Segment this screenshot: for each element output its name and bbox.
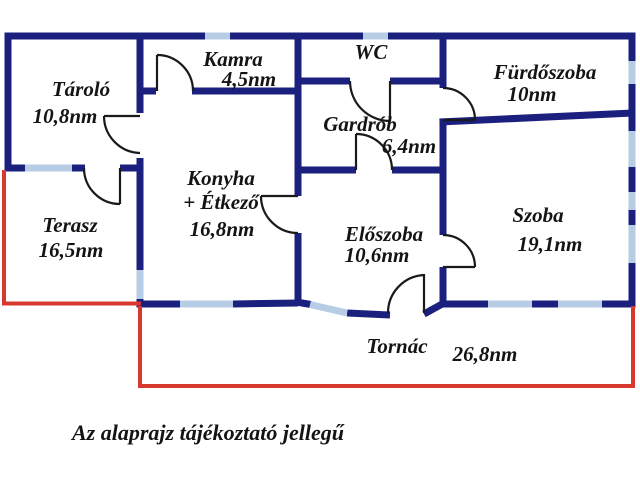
door-arc-furdoszoba: [442, 86, 477, 121]
label-furdoszoba: Fürdőszoba: [493, 60, 597, 84]
label-tornac: Tornác: [366, 334, 428, 358]
wall-bottom-2: [232, 299, 299, 308]
door-arc-szoba: [442, 233, 477, 268]
label-konyha: Konyha: [186, 166, 255, 190]
door-arc-terasz: [82, 167, 121, 206]
door-arc-kamra: [156, 53, 195, 92]
door-arc-front: [386, 273, 425, 314]
label-tarolo: Tároló: [52, 77, 110, 101]
label-terasz: Terasz: [42, 213, 98, 237]
window-eloszoba-bottom: [309, 301, 348, 317]
label-gardrob: Gardrób: [323, 112, 397, 136]
area-szoba: 19,1nm: [518, 232, 583, 256]
area-furdoszoba: 10nm: [507, 82, 556, 106]
area-kamra: 4,5nm: [221, 67, 276, 91]
area-tornac: 26,8nm: [452, 342, 518, 366]
area-tarolo: 10,8nm: [33, 104, 98, 128]
label-eloszoba: Előszoba: [344, 222, 423, 246]
doors: [82, 53, 477, 314]
walls: [4, 32, 636, 319]
room-labels: Tároló 10,8nm Kamra 4,5nm WC Fürdőszoba …: [33, 40, 597, 366]
door-arc-gardrob: [355, 132, 394, 171]
label-kamra: Kamra: [202, 47, 263, 71]
door-arc-tarolo: [102, 115, 141, 155]
label-konyha-2: + Étkező: [183, 190, 260, 214]
area-gardrob: 6,4nm: [382, 134, 436, 158]
label-wc: WC: [355, 40, 389, 64]
label-szoba: Szoba: [512, 203, 563, 227]
area-terasz: 16,5nm: [39, 238, 104, 262]
wall-bottom-dip-b: [346, 309, 391, 319]
door-arc-konyha: [259, 195, 299, 235]
area-eloszoba: 10,6nm: [345, 243, 410, 267]
door-arc-wc: [348, 80, 391, 123]
red-outlines: [2, 170, 635, 388]
area-konyha: 16,8nm: [190, 217, 255, 241]
terasz-outline: [2, 170, 141, 306]
disclaimer-note: Az alaprajz tájékoztató jellegű: [70, 420, 345, 445]
tornac-outline: [138, 306, 635, 388]
windows: [25, 32, 636, 317]
